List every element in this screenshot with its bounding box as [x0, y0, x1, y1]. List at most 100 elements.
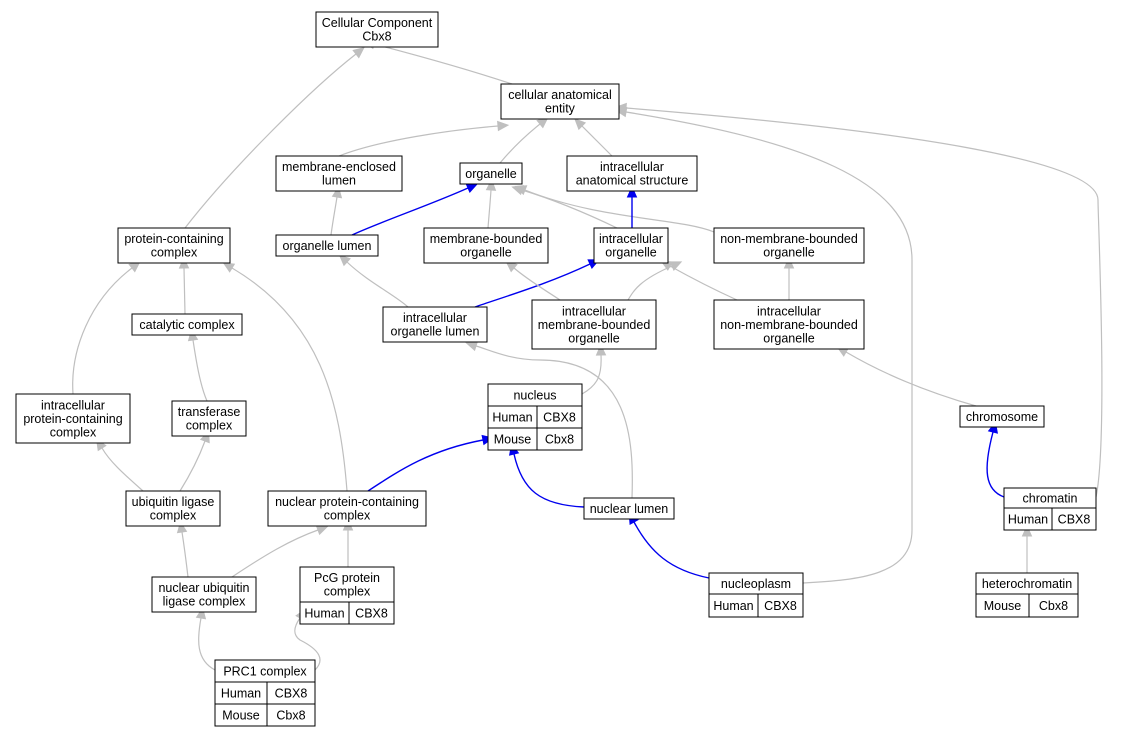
edge-intracellular-non-membrane-bounded-organelle-to-intracellular-organelle — [660, 260, 738, 301]
node-label-line: intracellular — [599, 232, 663, 246]
node-label-line: complex — [151, 246, 198, 260]
node-box — [583, 497, 675, 520]
edge-intracellular-organelle-to-intracellular-anatomical-structure — [626, 185, 638, 228]
mouse-gene-cell — [266, 703, 316, 727]
node-chromosome[interactable]: chromosome — [959, 405, 1045, 428]
edge-intracellular-non-membrane-bounded-organelle-to-non-membrane-bounded-organelle — [783, 256, 795, 300]
edge-transferase-complex-to-catalytic-complex — [187, 328, 208, 402]
edge-line — [499, 123, 541, 164]
node-box — [423, 227, 549, 264]
human-gene-cell — [1051, 507, 1097, 531]
species-label: Human — [304, 606, 344, 620]
human-gene-cell — [757, 593, 804, 618]
node-label-line: organelle lumen — [391, 325, 480, 339]
edge-arrowhead — [338, 254, 351, 267]
node-label-line: catalytic complex — [139, 318, 235, 332]
node-label-line: protein-containing — [23, 412, 122, 426]
node-nuclear-lumen[interactable]: nuclear lumen — [583, 497, 675, 520]
node-label-line: intracellular — [403, 311, 467, 325]
edge-line — [986, 431, 1005, 498]
node-label-line: lumen — [322, 174, 356, 188]
edge-arrowhead — [497, 120, 510, 132]
edge-ubiquitin-ligase-complex-to-transferase-complex — [179, 430, 210, 492]
edge-arrowhead — [669, 261, 683, 272]
edge-arrowhead — [614, 102, 627, 114]
edge-line — [231, 529, 319, 578]
node-catalytic-complex[interactable]: catalytic complex — [131, 313, 243, 336]
edge-intracellular-organelle-to-organelle — [511, 185, 618, 229]
gene-label: CBX8 — [543, 410, 576, 424]
node-box — [15, 393, 131, 444]
edge-line — [184, 53, 357, 229]
mouse-gene-cell — [1028, 593, 1079, 618]
node-label-line: non-membrane-bounded — [720, 318, 858, 332]
edge-arrowhead — [465, 183, 479, 194]
edge-line — [198, 617, 216, 671]
edge-heterochromatin-to-chromatin — [1021, 524, 1033, 573]
edge-line — [101, 447, 144, 492]
edge-arrowhead — [485, 178, 497, 191]
node-box — [459, 162, 523, 185]
node-box — [171, 400, 247, 437]
edge-intracellular-organelle-lumen-to-organelle-lumen — [338, 254, 409, 308]
node-organelle-lumen[interactable]: organelle lumen — [275, 234, 379, 257]
node-label-line: organelle — [605, 246, 656, 260]
node-label-line: nuclear lumen — [590, 502, 669, 516]
node-label-line: chromatin — [1023, 491, 1078, 505]
node-box — [593, 227, 669, 264]
node-label-line: protein-containing — [124, 232, 223, 246]
node-label-line: complex — [150, 509, 197, 523]
node-box — [315, 11, 439, 48]
node-organelle[interactable]: organelle — [459, 162, 523, 185]
edge-line — [581, 354, 602, 395]
species-label: Mouse — [494, 432, 532, 446]
node-label-line: nucleus — [513, 388, 556, 402]
edges-layer — [72, 39, 1103, 671]
node-label-line: complex — [50, 425, 97, 439]
edge-line — [581, 125, 613, 157]
node-label-line: organelle lumen — [283, 239, 372, 253]
edge-chromatin-to-chromosome — [986, 421, 1005, 498]
edge-arrowhead — [315, 525, 329, 536]
node-intracellular-non-membrane-bounded-organelle[interactable]: intracellularnon-membrane-boundedorganel… — [713, 299, 865, 350]
edge-line — [627, 265, 673, 301]
edge-line — [346, 261, 409, 308]
edge-line — [669, 265, 738, 301]
node-label-line: organelle — [763, 331, 814, 345]
node-box — [267, 490, 427, 527]
node-label-line: nuclear ubiquitin — [158, 581, 249, 595]
edge-line — [474, 263, 591, 308]
species-label: Mouse — [222, 708, 260, 722]
edge-line — [373, 43, 513, 85]
edge-arrowhead — [514, 185, 528, 196]
node-label-line: organelle — [763, 246, 814, 260]
node-box — [275, 234, 379, 257]
node-label-line: nucleoplasm — [721, 577, 791, 591]
edge-line — [475, 345, 633, 499]
edge-line — [367, 439, 484, 492]
edge-protein-containing-complex-to-cellular-component — [184, 47, 365, 229]
edge-line — [181, 531, 189, 578]
